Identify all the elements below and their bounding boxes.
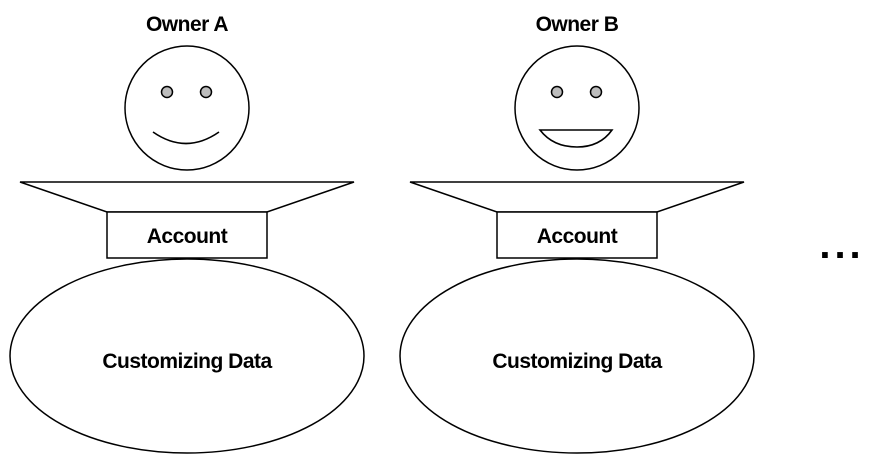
owner-b-account-box bbox=[496, 211, 658, 259]
owner-a-data-label: Customizing Data bbox=[102, 350, 272, 373]
owner-a-data-ellipse bbox=[9, 258, 365, 454]
owner-a-right-eye-icon bbox=[199, 85, 213, 99]
owner-a-group: Owner A Account Customizing Data bbox=[9, 13, 365, 454]
owner-b-right-eye-icon bbox=[589, 85, 603, 99]
continuation-ellipsis: ... bbox=[819, 223, 864, 267]
owner-a-face-icon bbox=[124, 45, 250, 171]
owner-b-title: Owner B bbox=[536, 13, 619, 36]
owner-a-left-eye-icon bbox=[160, 85, 174, 99]
owner-a-account-box bbox=[106, 211, 268, 259]
owner-b-face-icon bbox=[514, 45, 640, 171]
owner-b-group: Owner B Account Customizing Data bbox=[399, 13, 755, 454]
owner-a-head bbox=[124, 45, 250, 171]
owner-a-funnel bbox=[19, 181, 355, 213]
owner-b-open-smile-icon bbox=[538, 129, 614, 148]
owner-b-head bbox=[514, 45, 640, 171]
owner-b-data-label: Customizing Data bbox=[492, 350, 662, 373]
owner-b-data-ellipse bbox=[399, 258, 755, 454]
owner-a-smile-curve-icon bbox=[152, 131, 220, 145]
owner-a-title: Owner A bbox=[146, 13, 228, 36]
owner-a-account-label: Account bbox=[147, 225, 228, 248]
owner-b-account-label: Account bbox=[537, 225, 618, 248]
owner-b-funnel bbox=[409, 181, 745, 213]
owner-b-left-eye-icon bbox=[550, 85, 564, 99]
